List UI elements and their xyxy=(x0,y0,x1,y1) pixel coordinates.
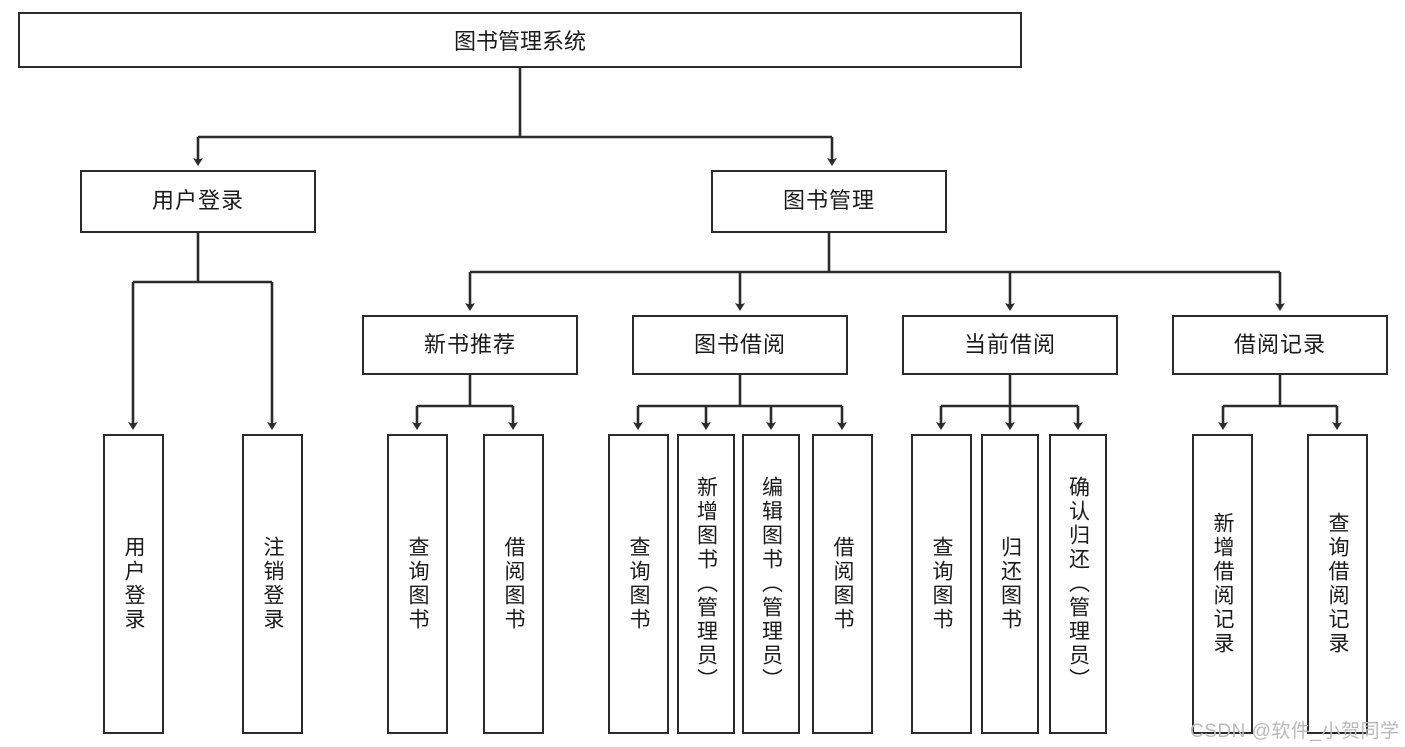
node-new-book-recommend[interactable]: 新书推荐 xyxy=(362,315,578,375)
node-current-borrow[interactable]: 当前借阅 xyxy=(902,315,1118,375)
leaf-confirm-return-admin[interactable]: 确认归还（管理员） xyxy=(1049,434,1107,734)
leaf-query-borrow-record[interactable]: 查询借阅记录 xyxy=(1307,434,1368,734)
node-label: 新增图书（管理员） xyxy=(694,476,718,692)
node-label: 当前借阅 xyxy=(963,331,1056,357)
node-book-management[interactable]: 图书管理 xyxy=(711,170,947,233)
node-label: 图书管理 xyxy=(782,188,875,214)
node-label: 借阅记录 xyxy=(1233,331,1326,357)
node-label: 编辑图书（管理员） xyxy=(759,476,783,692)
leaf-add-borrow-record[interactable]: 新增借阅记录 xyxy=(1192,434,1253,734)
node-label: 新书推荐 xyxy=(423,331,516,357)
node-label: 查询图书 xyxy=(627,536,650,632)
leaf-edit-book-admin[interactable]: 编辑图书（管理员） xyxy=(742,434,800,734)
leaf-query-book-current[interactable]: 查询图书 xyxy=(911,434,972,734)
node-borrow-record[interactable]: 借阅记录 xyxy=(1172,315,1388,375)
node-label: 新增借阅记录 xyxy=(1211,512,1234,656)
node-label: 查询图书 xyxy=(930,536,953,632)
node-book-borrow[interactable]: 图书借阅 xyxy=(632,315,848,375)
node-book-management-system[interactable]: 图书管理系统 xyxy=(18,12,1022,68)
leaf-borrow-book-recommend[interactable]: 借阅图书 xyxy=(483,434,544,734)
node-label: 图书管理系统 xyxy=(453,29,586,54)
node-label: 借阅图书 xyxy=(831,536,854,632)
node-user-login[interactable]: 用户登录 xyxy=(80,170,316,233)
leaf-query-book-borrow[interactable]: 查询图书 xyxy=(608,434,669,734)
node-label: 图书借阅 xyxy=(693,331,786,357)
node-label: 用户登录 xyxy=(151,188,244,214)
leaf-borrow-book[interactable]: 借阅图书 xyxy=(812,434,873,734)
leaf-user-login[interactable]: 用户登录 xyxy=(103,434,164,734)
csdn-watermark: CSDN @软件_小贺同学 xyxy=(1190,716,1399,743)
node-label: 确认归还（管理员） xyxy=(1066,476,1090,692)
node-label: 用户登录 xyxy=(122,536,145,632)
node-label: 归还图书 xyxy=(998,536,1022,632)
leaf-logout-login[interactable]: 注销登录 xyxy=(242,434,303,734)
leaf-return-book[interactable]: 归还图书 xyxy=(981,434,1039,734)
node-label: 借阅图书 xyxy=(502,536,525,632)
leaf-add-book-admin[interactable]: 新增图书（管理员） xyxy=(677,434,735,734)
node-label: 注销登录 xyxy=(261,536,284,632)
node-label: 查询借阅记录 xyxy=(1326,512,1349,656)
leaf-query-book-recommend[interactable]: 查询图书 xyxy=(387,434,448,734)
watermark-text: CSDN @软件_小贺同学 xyxy=(1190,721,1400,742)
node-label: 查询图书 xyxy=(406,536,429,632)
